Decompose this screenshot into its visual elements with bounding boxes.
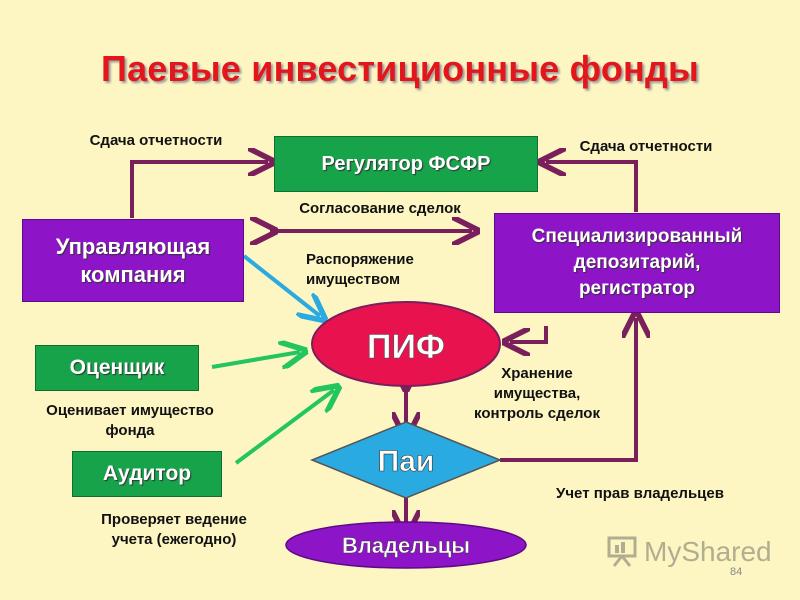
depositary-label-line1: Специализированный (531, 226, 743, 247)
storage-connector (510, 326, 548, 342)
report-left-connector (130, 162, 268, 218)
regulator-box: Регулятор ФСФР (274, 136, 538, 192)
owners-ellipse (285, 521, 527, 569)
disposal-line2: имуществом (306, 271, 401, 288)
auditor-arrow (234, 390, 334, 465)
management-company-box: Управляющая компания (22, 219, 244, 302)
depositary-box: Специализированный депозитарий, регистра… (494, 213, 780, 313)
presentation-icon (607, 536, 637, 567)
reporting-left-label: Сдача отчетности (89, 132, 223, 149)
storage-label: Хранение имущества, контроль сделок (452, 364, 622, 424)
appraise-line2: фонда (105, 422, 155, 439)
units-label: Паи (378, 445, 435, 478)
appraiser-arrow (211, 352, 300, 367)
appraise-line1: Оценивает имущество (46, 402, 214, 419)
audit-line1: Проверяет ведение (101, 511, 247, 528)
watermark-text: MyShared (644, 536, 772, 567)
auditor-label: Аудитор (102, 462, 192, 485)
pif-label: ПИФ (367, 328, 445, 366)
storage-line1: Хранение (501, 365, 573, 382)
storage-line2: имущества, (493, 385, 581, 402)
disposal-arrow (242, 254, 320, 316)
disposal-label: Распоряжение имуществом (306, 250, 426, 290)
management-label-line1: Управляющая (55, 233, 211, 259)
appraiser-label: Оценщик (69, 356, 165, 379)
pif-ellipse (311, 301, 501, 387)
depositary-label-line3: регистратор (578, 278, 696, 299)
ownership-label: Учет прав владельцев (556, 485, 724, 502)
appraise-label: Оценивает имущество фонда (22, 401, 238, 441)
page-number: 84 (730, 566, 743, 578)
units-diamond (309, 421, 503, 499)
report-right-connector (546, 162, 638, 212)
storage-line3: контроль сделок (474, 405, 600, 422)
deal-approval-label: Согласование сделок (299, 200, 461, 217)
audit-label: Проверяет ведение учета (ежегодно) (76, 510, 272, 550)
depositary-label-line2: депозитарий, (573, 252, 701, 273)
page-title: Паевые инвестиционные фонды (101, 48, 699, 89)
disposal-line1: Распоряжение (306, 251, 414, 268)
auditor-box: Аудитор (72, 451, 222, 497)
watermark: MyShared (606, 536, 772, 568)
regulator-label: Регулятор ФСФР (321, 152, 491, 175)
appraiser-box: Оценщик (35, 345, 199, 391)
audit-line2: учета (ежегодно) (111, 531, 237, 548)
ownership-connector (500, 318, 636, 462)
owners-label: Владельцы (342, 533, 470, 558)
management-label-line2: компания (80, 261, 186, 287)
reporting-right-label: Сдача отчетности (579, 138, 713, 155)
